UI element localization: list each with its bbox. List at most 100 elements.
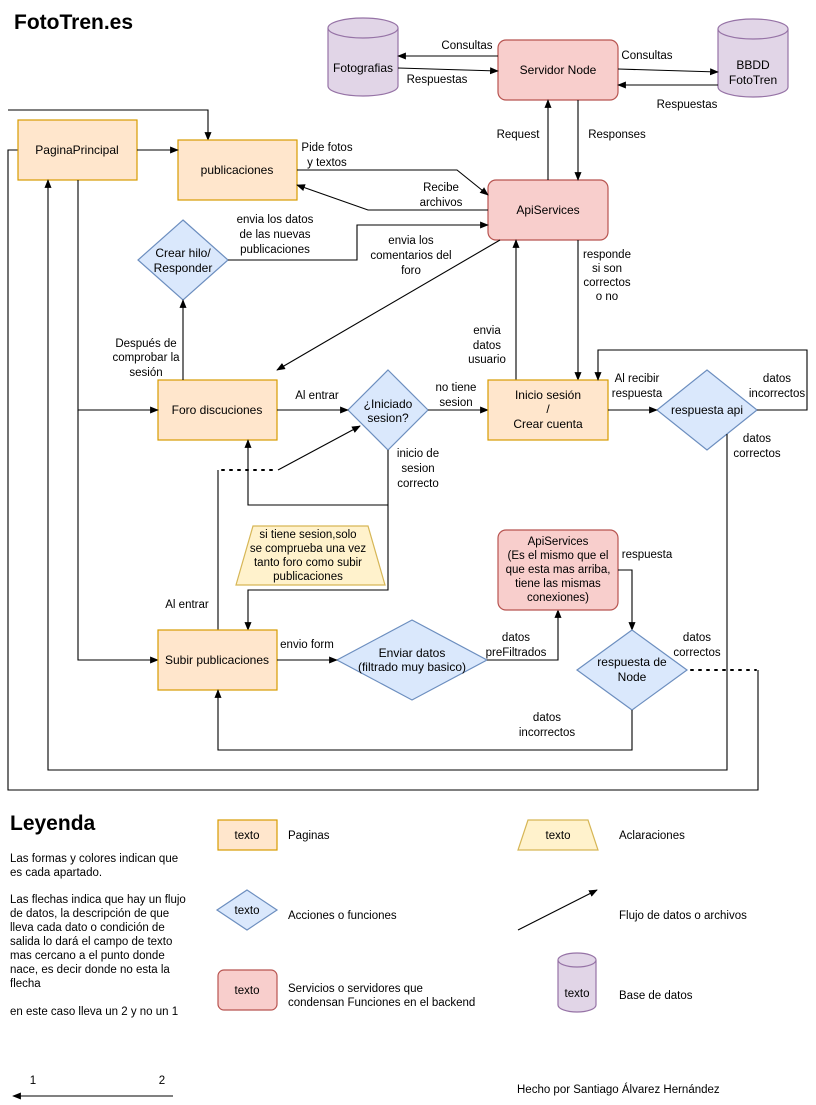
label-datos-incorrectos-1a: datos	[763, 373, 791, 385]
legend-flujo-arrow	[517, 889, 598, 931]
inicio-label-2: /	[546, 402, 550, 416]
legend-aclaracion-sample: texto	[546, 830, 571, 842]
label-inicio-correcto-3: correcto	[397, 478, 439, 490]
label-envio-form: envio form	[280, 639, 334, 651]
nota-label-2: se comprueba una vez	[250, 543, 367, 555]
label-responde-1: responde	[583, 249, 631, 261]
legend-paginas-label: Paginas	[288, 830, 330, 842]
label-al-entrar-2: Al entrar	[165, 599, 209, 611]
respuesta-api-diamond: respuesta api	[656, 369, 758, 451]
nota-label-1: si tiene sesion,solo	[259, 529, 356, 541]
arrow-api2-respuesta-node	[618, 569, 636, 631]
label-datos-incorrectos-2b: incorrectos	[519, 727, 575, 739]
label-envia-datos-3: publicaciones	[240, 244, 310, 256]
label-envia-datos-1: envia los datos	[237, 214, 314, 226]
api2-label-5: conexiones)	[527, 592, 589, 604]
label-envia-comentarios-1: envia los	[388, 235, 434, 247]
label-consultas-1: Consultas	[441, 40, 492, 52]
bbdd-label-1: BBDD	[736, 58, 770, 72]
legend-example-2: 2	[159, 1075, 165, 1087]
fotografias-db: Fotografias	[327, 17, 399, 97]
legend-db-swatch: texto	[557, 952, 597, 1013]
label-pide-fotos-1: Pide fotos	[301, 142, 352, 154]
label-no-tiene-1: no tiene	[436, 382, 477, 394]
label-datos-correctos-1a: datos	[743, 433, 771, 445]
publicaciones-label: publicaciones	[201, 163, 274, 177]
pagina-principal-box: PaginaPrincipal	[17, 119, 138, 181]
label-responde-4: o no	[596, 291, 618, 303]
label-consultas-2: Consultas	[621, 50, 672, 62]
legend-flujo-label: Flujo de datos o archivos	[619, 910, 747, 922]
legend-servicios-label-2: condensan Funciones en el backend	[288, 997, 475, 1009]
arrow-recibe-archivos	[296, 184, 488, 211]
foro-box: Foro discuciones	[157, 379, 278, 441]
arrow-subir-iniciado	[277, 425, 361, 471]
label-inicio-correcto-2: sesion	[401, 463, 434, 475]
legend-desc2-7: flecha	[10, 978, 41, 990]
legend-pagina-sample: texto	[235, 830, 260, 842]
iniciado-sesion-diamond: ¿Iniciado sesion?	[347, 369, 429, 451]
iniciado-label-2: sesion?	[367, 411, 409, 425]
subir-label: Subir publicaciones	[165, 653, 269, 667]
label-al-recibir-1: Al recibir	[615, 373, 660, 385]
label-datos-correctos-1b: correctos	[733, 448, 781, 460]
api2-label-1: ApiServices	[528, 536, 589, 548]
crear-hilo-label-1: Crear hilo/	[155, 246, 211, 260]
legend-acciones-label: Acciones o funciones	[288, 910, 397, 922]
label-datos-incorrectos-2a: datos	[533, 712, 561, 724]
label-datos-correctos-2a: datos	[683, 632, 711, 644]
label-respuestas-1: Respuestas	[407, 74, 468, 86]
label-responde-3: correctos	[583, 277, 631, 289]
label-envia-usuario-3: usuario	[468, 354, 506, 366]
respuesta-node-diamond: respuesta de Node	[575, 629, 689, 711]
arrow-api-foro	[276, 239, 501, 371]
label-despues-2: comprobar la	[112, 352, 180, 364]
legend-base-datos-label: Base de datos	[619, 990, 693, 1002]
pagina-principal-label: PaginaPrincipal	[35, 143, 118, 157]
label-responses: Responses	[588, 129, 646, 141]
legend-pagina-swatch: texto	[217, 819, 278, 851]
legend-accion-sample: texto	[235, 905, 260, 917]
respuesta-node-label-1: respuesta de	[597, 655, 667, 669]
label-envia-datos-2: de las nuevas	[240, 229, 311, 241]
label-request: Request	[497, 129, 541, 141]
arrow-loop-to-publicaciones	[8, 109, 212, 141]
enviar-label-1: Enviar datos	[379, 646, 446, 660]
label-despues-3: sesión	[129, 367, 162, 379]
arrow-crear-hilo-api	[228, 221, 489, 261]
nota-label-3: tanto foro como subir	[254, 557, 362, 569]
arrow-datos-incorrectos-loop	[594, 349, 808, 411]
legend-desc2-3: lleva cada dato o condición de	[10, 922, 165, 934]
inicio-sesion-box: Inicio sesión / Crear cuenta	[487, 379, 609, 441]
legend-desc2-2: de datos, la descripción de que	[10, 908, 169, 920]
label-envia-comentarios-2: comentarios del	[370, 250, 451, 262]
label-recibe-1: Recibe	[423, 182, 459, 194]
credit-text: Hecho por Santiago Álvarez Hernández	[517, 1083, 720, 1096]
label-envia-usuario-1: envia	[473, 325, 501, 337]
legend-servicio-swatch: texto	[217, 969, 278, 1011]
legend-desc2-4: salida lo dará el campo de texto	[10, 936, 172, 948]
legend-servicios-label-1: Servicios o servidores que	[288, 983, 423, 995]
api-services-box: ApiServices	[487, 179, 609, 241]
inicio-label-1: Inicio sesión	[515, 388, 581, 402]
label-al-entrar-1: Al entrar	[295, 390, 339, 402]
legend-db-sample: texto	[565, 988, 590, 1000]
arrow-sesion-correcto-foro	[244, 439, 388, 506]
enviar-label-2: (filtrado muy basico)	[358, 660, 466, 674]
legend-desc2-6: nace, es decir donde no esta la	[10, 964, 170, 976]
servidor-node-label: Servidor Node	[520, 63, 597, 77]
arrow-pide-fotos	[297, 169, 489, 196]
publicaciones-box: publicaciones	[177, 139, 298, 201]
label-no-tiene-2: sesion	[439, 397, 472, 409]
label-despues-1: Después de	[115, 338, 176, 350]
respuesta-node-label-2: Node	[618, 670, 647, 684]
api2-label-2: (Es el mismo que el	[508, 550, 609, 562]
api-services-label: ApiServices	[516, 203, 579, 217]
label-pide-fotos-2: y textos	[307, 157, 347, 169]
label-al-recibir-2: respuesta	[612, 388, 663, 400]
label-recibe-2: archivos	[420, 197, 463, 209]
subir-publicaciones-box: Subir publicaciones	[157, 629, 278, 691]
label-respuesta: respuesta	[622, 549, 673, 561]
label-inicio-correcto-1: inicio de	[397, 448, 439, 460]
servidor-node-box: Servidor Node	[497, 39, 619, 101]
